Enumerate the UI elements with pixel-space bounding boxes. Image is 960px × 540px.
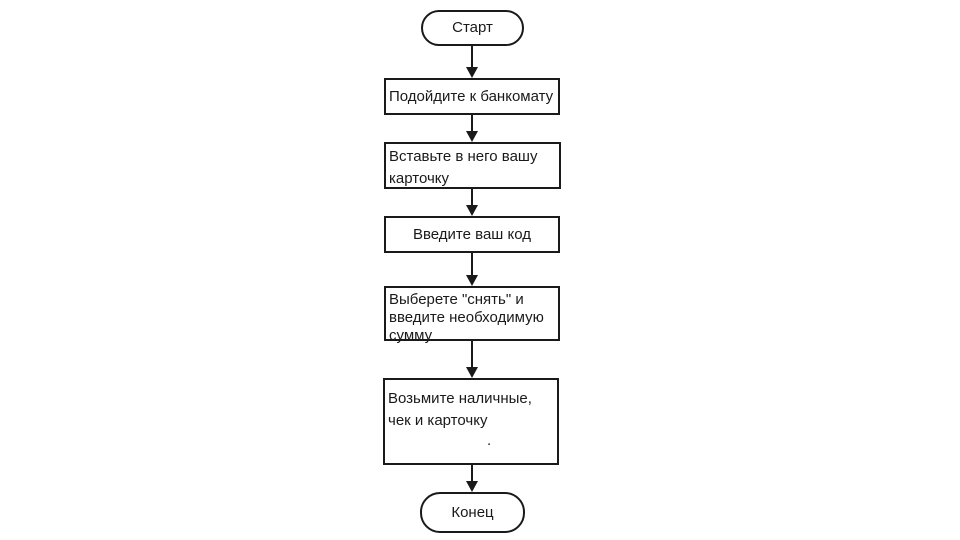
arrow-head-icon <box>466 67 478 78</box>
node-label-choose-withdraw: Выберете "снять" и введите необходимую с… <box>389 291 544 344</box>
node-label-approach-atm: Подойдите к банкомату <box>389 87 554 105</box>
flowchart-node-start: Старт <box>421 10 524 46</box>
node-label-enter-code: Введите ваш код <box>412 225 531 243</box>
node-label-take-cash: Возьмите наличные, чек и карточку <box>388 390 532 429</box>
arrow-shaft <box>471 115 473 133</box>
node-label-end: Конец <box>451 503 494 521</box>
flowchart-node-choose-withdraw: Выберете "снять" и введите необходимую с… <box>384 286 560 344</box>
connector-arrow-5 <box>466 341 478 378</box>
arrow-shaft <box>471 253 473 277</box>
arrow-head-icon <box>466 481 478 492</box>
stray-period-mark: . <box>487 432 492 449</box>
arrow-shaft <box>471 46 473 69</box>
node-label-insert-card: Вставьте в него вашу карточку <box>389 148 538 187</box>
connector-arrow-2 <box>466 115 478 142</box>
connector-arrow-6 <box>466 465 478 492</box>
connector-arrow-4 <box>466 253 478 286</box>
arrow-head-icon <box>466 275 478 286</box>
arrow-head-icon <box>466 131 478 142</box>
arrow-head-icon <box>466 367 478 378</box>
arrow-shaft <box>471 341 473 369</box>
arrow-shaft <box>471 189 473 207</box>
connector-arrow-1 <box>466 46 478 78</box>
arrow-shaft <box>471 465 473 483</box>
flowchart-node-end: Конец <box>420 492 525 533</box>
connector-arrow-3 <box>466 189 478 216</box>
flowchart-node-approach-atm: Подойдите к банкомату <box>384 78 560 115</box>
flowchart-node-take-cash: Возьмите наличные, чек и карточку . <box>383 378 559 465</box>
flowchart-node-enter-code: Введите ваш код <box>384 216 560 253</box>
node-label-start: Старт <box>452 19 493 36</box>
flowchart-node-insert-card: Вставьте в него вашу карточку <box>384 142 561 189</box>
arrow-head-icon <box>466 205 478 216</box>
